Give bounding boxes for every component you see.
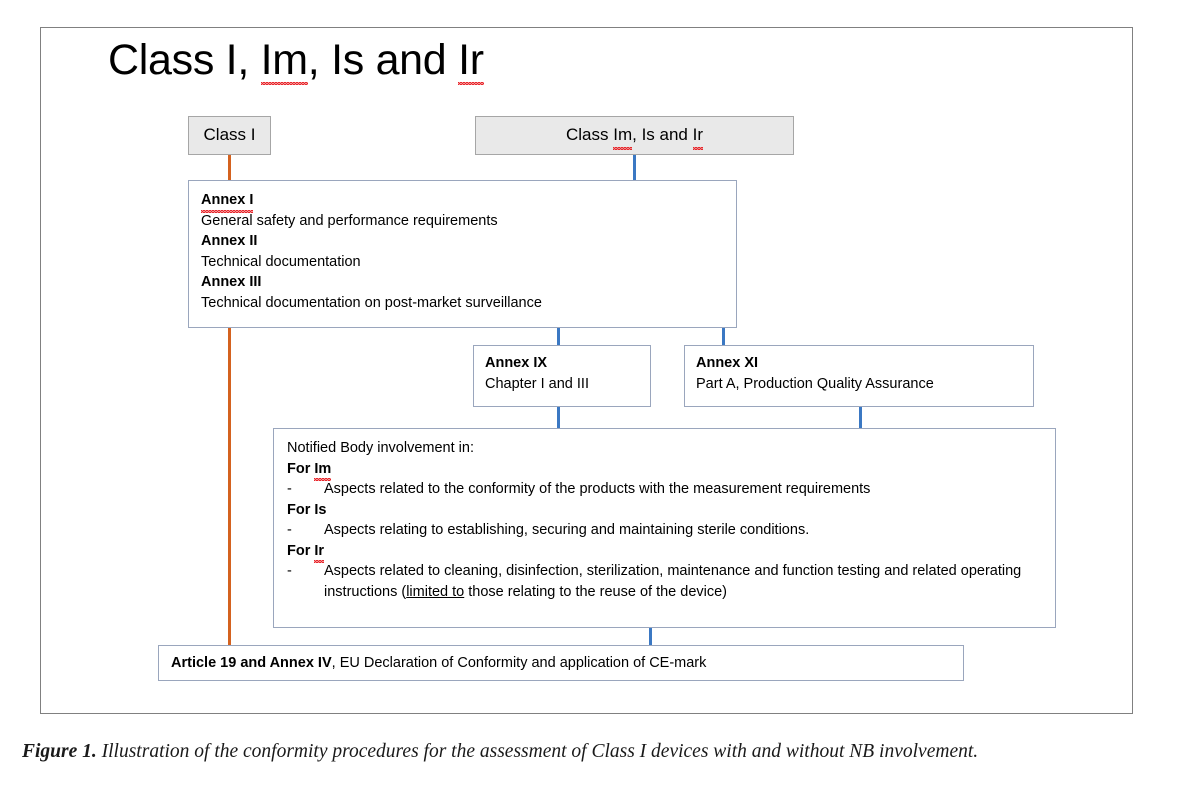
node-class-im-is-ir-label: Class Im, Is and Ir xyxy=(566,123,704,150)
nb-bullet-marker-im: - xyxy=(287,481,292,498)
figure-caption-lead: Figure 1. xyxy=(22,741,97,762)
connector-annex-to-annex-ix xyxy=(557,328,560,346)
nb-bullet-im: - Aspects related to the conformity of t… xyxy=(287,479,1043,500)
nb-heading-prefix-ir: For xyxy=(287,542,315,559)
connector-class-i-to-annex xyxy=(228,155,231,181)
nb-heading-token-im: Im xyxy=(314,459,331,481)
label-token-ir: Ir xyxy=(692,123,704,150)
node-class-im-is-ir[interactable]: Class Im, Is and Ir xyxy=(475,116,794,155)
article-bold-part: Article 19 and Annex IV xyxy=(171,654,332,671)
article-rest: , EU Declaration of Conformity and appli… xyxy=(331,654,707,671)
nb-heading-prefix-is: For xyxy=(287,501,315,518)
nb-bullet-text-ir: Aspects related to cleaning, disinfectio… xyxy=(324,561,1043,602)
node-class-i-label: Class I xyxy=(203,125,256,145)
annex-text-3: Technical documentation on post-market s… xyxy=(201,294,542,311)
connector-annex-to-article xyxy=(228,328,231,646)
annex-ix-heading: Annex IX xyxy=(485,355,548,371)
nb-bullet-ir-part1: Aspects related to cleaning, disinfectio… xyxy=(324,563,1022,601)
nb-intro: Notified Body involvement in: xyxy=(287,440,474,456)
annex-text-1: General safety and performance requireme… xyxy=(201,212,498,229)
nb-bullet-text-is: Aspects relating to establishing, securi… xyxy=(324,522,810,539)
node-annex-xi[interactable]: Annex XI Part A, Production Quality Assu… xyxy=(684,345,1034,407)
connector-annex-ix-to-nb xyxy=(557,406,560,429)
node-article-19[interactable]: Article 19 and Annex IV, EU Declaration … xyxy=(158,645,964,681)
node-annex-group[interactable]: Annex I General safety and performance r… xyxy=(188,180,737,328)
connector-annex-to-annex-xi xyxy=(722,328,725,346)
node-annex-group-content: Annex I General safety and performance r… xyxy=(189,181,736,322)
figure-caption: Figure 1. Illustration of the conformity… xyxy=(22,738,1156,766)
diagram-title: Class I, Im, Is and Ir xyxy=(108,36,484,86)
annex-heading-1-text: Annex I xyxy=(201,190,254,213)
label-middle: , Is and xyxy=(632,125,693,145)
node-annex-xi-content: Annex XI Part A, Production Quality Assu… xyxy=(685,346,1033,401)
nb-heading-token-ir: Ir xyxy=(314,541,324,564)
label-prefix: Class xyxy=(566,125,614,145)
annex-ix-text: Chapter I and III xyxy=(485,375,589,392)
nb-section-heading-is: For Is xyxy=(287,500,1043,521)
nb-section-heading-ir: For Ir xyxy=(287,541,1043,564)
annex-text-2: Technical documentation xyxy=(201,253,361,270)
annex-heading-1: Annex I xyxy=(201,190,726,213)
node-notified-body-content: Notified Body involvement in: For Im - A… xyxy=(274,429,1055,612)
nb-bullet-is: - Aspects relating to establishing, secu… xyxy=(287,520,1043,541)
figure-caption-text: Illustration of the conformity procedure… xyxy=(101,741,979,762)
connector-annex-xi-to-nb xyxy=(859,406,862,429)
annex-xi-text: Part A, Production Quality Assurance xyxy=(696,375,934,392)
title-text-plain: Class I, xyxy=(108,36,261,84)
nb-bullet-ir-part2: those relating to the reuse of the devic… xyxy=(464,584,728,601)
nb-bullet-marker-is: - xyxy=(287,522,292,539)
title-text-middle: , Is and xyxy=(307,36,459,84)
connector-class-group-to-annex xyxy=(633,155,636,181)
annex-heading-3: Annex III xyxy=(201,274,262,291)
node-notified-body[interactable]: Notified Body involvement in: For Im - A… xyxy=(273,428,1056,628)
nb-section-heading-im: For Im xyxy=(287,459,1043,481)
node-annex-ix[interactable]: Annex IX Chapter I and III xyxy=(473,345,651,407)
label-token-im: Im xyxy=(613,123,632,150)
node-class-i[interactable]: Class I xyxy=(188,116,271,155)
nb-bullet-text-im: Aspects related to the conformity of the… xyxy=(324,481,871,498)
nb-heading-token-is: Is xyxy=(314,501,327,518)
annex-xi-heading: Annex XI xyxy=(696,355,759,371)
title-token-im: Im xyxy=(260,36,308,86)
title-token-ir: Ir xyxy=(458,36,484,86)
node-article-19-content: Article 19 and Annex IV, EU Declaration … xyxy=(159,653,706,674)
node-annex-ix-content: Annex IX Chapter I and III xyxy=(474,346,650,401)
nb-bullet-ir: - Aspects related to cleaning, disinfect… xyxy=(287,561,1043,602)
nb-heading-prefix-im: For xyxy=(287,460,315,477)
nb-bullet-marker-ir: - xyxy=(287,563,292,580)
connector-nb-to-article xyxy=(649,627,652,646)
nb-bullet-ir-underlined: limited to xyxy=(406,584,465,601)
annex-heading-2: Annex II xyxy=(201,233,258,250)
